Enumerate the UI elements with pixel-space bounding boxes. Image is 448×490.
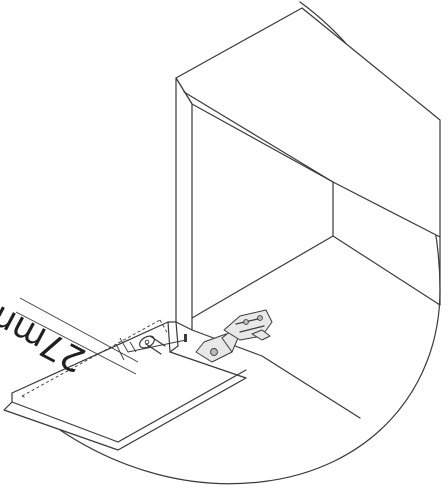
hinge-cup-slot	[145, 335, 166, 355]
cabinet-top-face	[175, 7, 441, 238]
dimension-tick-a	[119, 337, 129, 353]
cabinet-inner-bottom-back-edge	[191, 235, 441, 319]
dimension-extension-line-2	[15, 311, 137, 375]
hinge-plate-screw-2	[257, 315, 263, 321]
dimension-reference-tick	[184, 334, 187, 342]
door-face	[3, 321, 247, 451]
dimension-label: 27mm	[0, 291, 92, 379]
door-lower-edge	[11, 369, 247, 443]
hinge-arm-screw	[210, 348, 218, 356]
cabinet	[175, 7, 441, 419]
dimension-leader-right	[127, 339, 187, 353]
hinge-mechanism	[195, 309, 273, 363]
dimension-arrow-line	[115, 343, 125, 361]
hinge-cup-marking	[139, 335, 166, 355]
cabinet-inner-top-edge	[183, 91, 334, 183]
dimension-extension-line-1	[19, 297, 139, 363]
hinge-base-clip	[251, 329, 271, 341]
door-drill-guide-line	[21, 319, 169, 399]
door-panel	[3, 319, 247, 451]
cabinet-left-panel-front-edge	[175, 77, 193, 331]
hinge-cup-center-mark	[144, 339, 150, 345]
door-thickness-edge	[167, 321, 179, 353]
hinge-plate-screw-1	[243, 319, 249, 325]
